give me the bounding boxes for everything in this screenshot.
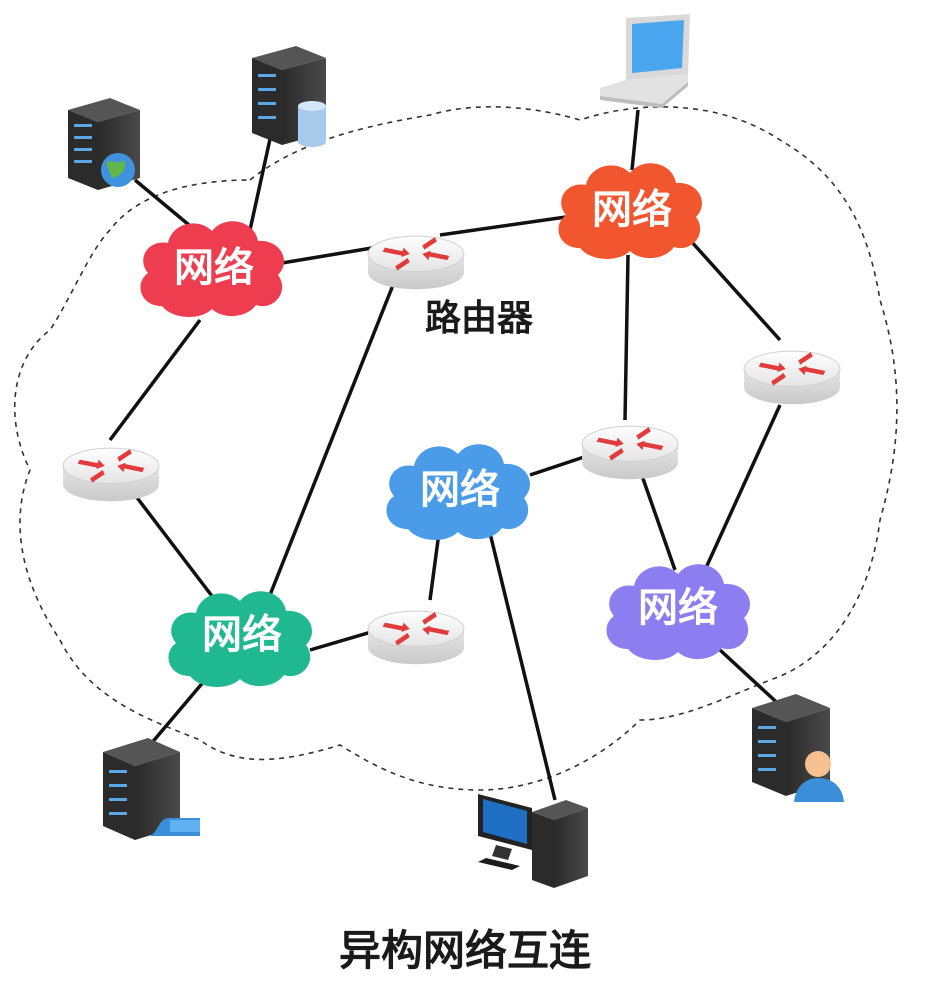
- router-icon: [743, 350, 841, 405]
- network-cloud-red: 网络: [140, 221, 285, 317]
- router-icon: [367, 235, 465, 290]
- laptop-icon: [600, 14, 690, 108]
- link-orange-net-router-right: [688, 238, 782, 342]
- network-label: 网络: [420, 467, 500, 513]
- link-router-top-green-net: [268, 279, 397, 596]
- network-cloud-purple: 网络: [606, 564, 751, 660]
- server-globe-icon: [68, 98, 140, 190]
- server-video-icon: [103, 738, 200, 840]
- link-orange-net-router-center: [623, 254, 630, 421]
- server-user-icon: [752, 694, 844, 802]
- network-label: 网络: [638, 585, 718, 631]
- router-label: 路由器: [425, 298, 534, 339]
- network-label: 网络: [592, 187, 672, 233]
- link-blue-net-desktop: [486, 524, 557, 801]
- server-database-icon: [252, 46, 326, 147]
- link-router-left-green-net: [133, 493, 217, 602]
- network-cloud-green: 网络: [168, 591, 313, 687]
- link-red-net-server-database: [248, 129, 274, 231]
- link-router-top-orange-net: [439, 213, 581, 237]
- network-cloud-blue: 网络: [386, 444, 531, 540]
- router-icon: [581, 425, 679, 480]
- link-purple-net-server-user: [718, 648, 787, 712]
- link-blue-net-router-center: [529, 453, 591, 477]
- diagram-caption: 异构网络互连: [339, 926, 592, 975]
- link-red-net-server-globe: [133, 178, 197, 232]
- link-red-net-router-left: [108, 318, 202, 442]
- network-label: 网络: [202, 612, 282, 658]
- link-router-center-purple-net: [638, 469, 677, 571]
- router-icon: [62, 447, 160, 502]
- network-label: 网络: [174, 245, 254, 291]
- link-router-right-purple-net: [703, 404, 782, 571]
- router-icon: [367, 610, 465, 665]
- connection-links: [108, 109, 787, 801]
- link-laptop-orange-net: [630, 109, 640, 171]
- network-cloud-orange: 网络: [558, 163, 703, 259]
- desktop-computer-icon: [478, 794, 588, 888]
- internet-boundary-cloud: [13, 106, 898, 791]
- link-green-net-server-video: [148, 678, 207, 747]
